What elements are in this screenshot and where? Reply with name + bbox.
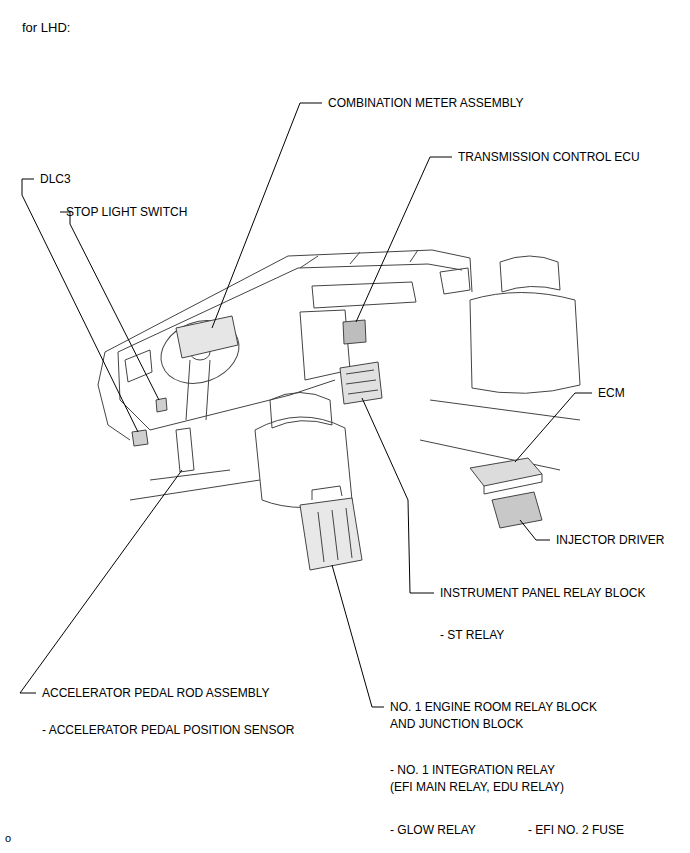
steering-wheel: [152, 310, 248, 394]
leader-line: [60, 212, 159, 400]
injector-driver-unit: [492, 492, 542, 528]
part-label: COMBINATION METER ASSEMBLY: [328, 95, 524, 112]
driver-seat: [255, 417, 352, 508]
leader-lines: [20, 103, 592, 707]
dash-edge: [118, 264, 462, 352]
a-pillar: [98, 352, 130, 440]
dash-face: [118, 352, 335, 430]
part-label: - EFI NO. 2 FUSE: [528, 822, 624, 839]
leader-line: [20, 470, 182, 693]
leader-line: [515, 393, 592, 462]
leader-line: [520, 520, 550, 540]
leader-line: [212, 103, 322, 328]
passenger-seat: [470, 293, 580, 394]
part-label: - NO. 1 INTEGRATION RELAY (EFI MAIN RELA…: [390, 762, 576, 796]
part-label: - ST RELAY: [440, 627, 504, 644]
part-label: INSTRUMENT PANEL RELAY BLOCK: [440, 585, 645, 602]
leader-line: [362, 398, 434, 593]
diagram-title: for LHD:: [22, 20, 70, 35]
cabin-drawing: [98, 250, 580, 570]
steering-column: [186, 360, 210, 420]
side-vent: [440, 268, 470, 294]
part-label: DLC3: [40, 171, 71, 188]
accelerator-pedal: [176, 428, 194, 472]
part-label: ACCELERATOR PEDAL ROD ASSEMBLY: [42, 685, 270, 702]
stop-light-switch: [156, 398, 167, 412]
leader-line: [356, 157, 452, 322]
floor-lines: [130, 470, 260, 500]
passenger-headrest: [500, 256, 560, 292]
combination-meter: [176, 316, 238, 358]
relay-ribs: [346, 370, 378, 394]
dash-vents: [300, 250, 418, 268]
transmission-ecu: [343, 320, 366, 344]
part-label: - GLOW RELAY: [390, 822, 476, 839]
seat-headrest: [270, 393, 332, 429]
instrument-panel-relay-block: [340, 362, 382, 404]
relay-block-lid: [312, 486, 342, 500]
engine-room-relay-block: [300, 498, 362, 570]
dlc3-connector: [132, 430, 148, 446]
part-label: STOP LIGHT SWITCH: [66, 204, 187, 221]
part-label: o: [5, 830, 11, 847]
leader-line: [332, 565, 384, 707]
part-label: ECM: [598, 385, 625, 402]
ecm-side: [484, 474, 542, 494]
part-label: INJECTOR DRIVER: [556, 532, 664, 549]
part-label: TRANSMISSION CONTROL ECU: [458, 149, 640, 166]
dash-top: [105, 250, 472, 352]
part-label: - ACCELERATOR PEDAL POSITION SENSOR: [42, 722, 295, 739]
relay-block-ribs: [318, 508, 352, 562]
seat-base-lines: [420, 400, 580, 470]
part-label: NO. 1 ENGINE ROOM RELAY BLOCK AND JUNCTI…: [390, 699, 612, 733]
ecm-unit: [470, 458, 542, 486]
